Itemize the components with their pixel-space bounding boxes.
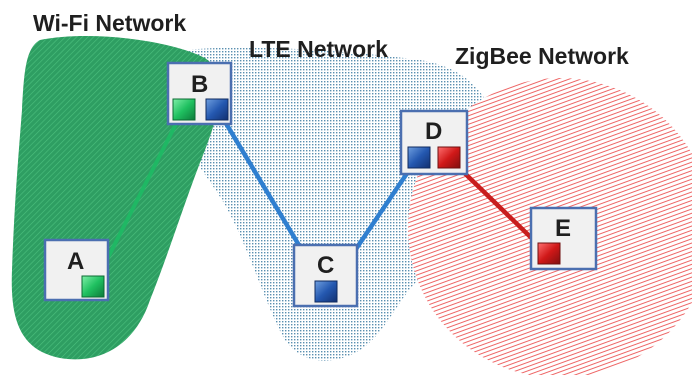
node-label-d: D [425,118,442,145]
wifi-interface-icon [81,275,105,298]
lte-interface-icon [407,146,431,169]
node-a[interactable]: A [43,238,110,302]
wifi-interface-icon [172,98,196,121]
node-label-b: B [191,71,208,98]
node-label-a: A [67,248,84,275]
lte-interface-icon [314,280,338,303]
zigbee-interface-icon [437,146,461,169]
lte-network-title: LTE Network [249,36,388,62]
node-label-e: E [555,215,571,242]
node-d[interactable]: D [399,109,469,176]
node-b[interactable]: B [166,61,233,126]
node-e[interactable]: E [529,206,598,271]
wifi-network-title: Wi-Fi Network [33,10,186,36]
zigbee-network-title: ZigBee Network [455,43,629,69]
zigbee-interface-icon [537,242,561,265]
node-label-c: C [317,252,334,279]
node-c[interactable]: C [292,243,359,308]
lte-interface-icon [205,98,229,121]
